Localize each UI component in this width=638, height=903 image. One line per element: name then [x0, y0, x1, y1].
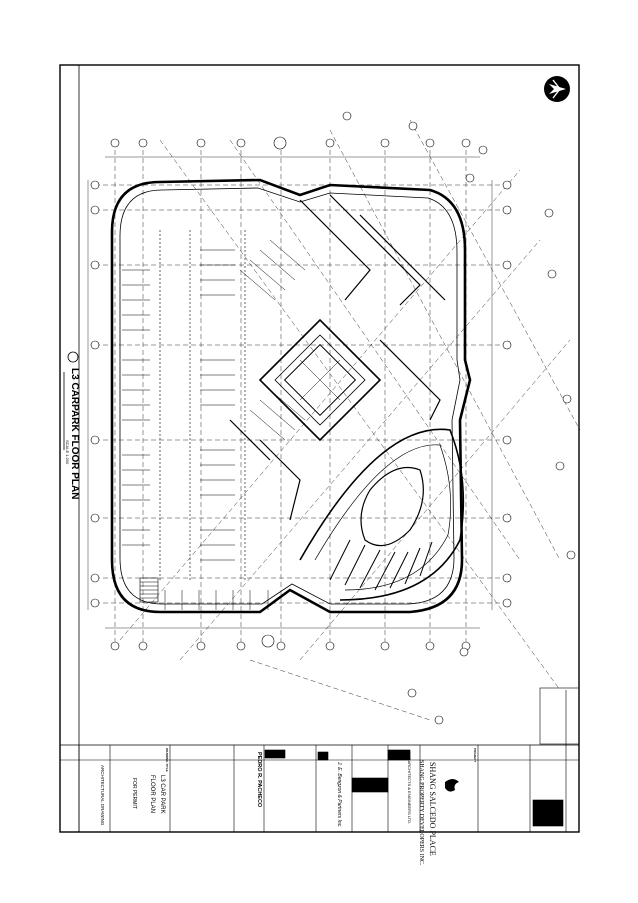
- plan-title-marker: [63, 351, 79, 450]
- shang-logo-icon: [445, 779, 459, 792]
- project-label: PROJECT: [473, 748, 477, 763]
- grid-bubbles-sides: [90, 111, 576, 725]
- plan-scale: SCALE 1:200: [65, 440, 70, 465]
- helical-ramp: [299, 428, 465, 601]
- grid-bubbles-bottom: [110, 641, 471, 651]
- north-arrow-icon: [544, 76, 570, 102]
- grid-bubbles-top: [110, 138, 471, 148]
- sheet-title-line2: FLOOR PLAN: [149, 775, 155, 814]
- wing-walls: [229, 194, 446, 521]
- grid-lines: [95, 119, 581, 721]
- building-outline: [110, 178, 472, 614]
- parking-stalls: [122, 239, 306, 610]
- local-architect-name: PEDRO R. PACHECO: [256, 752, 262, 808]
- architect-name: P&T ARCHITECTS & ENGINEERS LTD.: [407, 752, 412, 825]
- dimension-lines: [87, 156, 493, 629]
- sheet-title-line1: L3 CAR PARK: [159, 775, 165, 814]
- drawing-title-label: DRAWING TITLE: [165, 748, 169, 772]
- purpose-label: FOR PERMIT: [131, 778, 137, 809]
- staircase: [139, 577, 159, 603]
- building-core: [258, 318, 382, 442]
- sheet-border: [59, 64, 580, 833]
- developer-name: SHANG PROPERTY DEVELOPERS INC.: [418, 760, 424, 866]
- discipline-label: ARCHITECTURAL DRAWING: [100, 765, 105, 826]
- title-block: [60, 687, 580, 832]
- structural-engineer-name: J. E. Bengzon & Partners Inc.: [336, 762, 342, 828]
- project-name: SHANG SALCEDO PLACE: [428, 762, 437, 856]
- plan-title: L3 CARPARK FLOOR PLAN: [69, 368, 80, 500]
